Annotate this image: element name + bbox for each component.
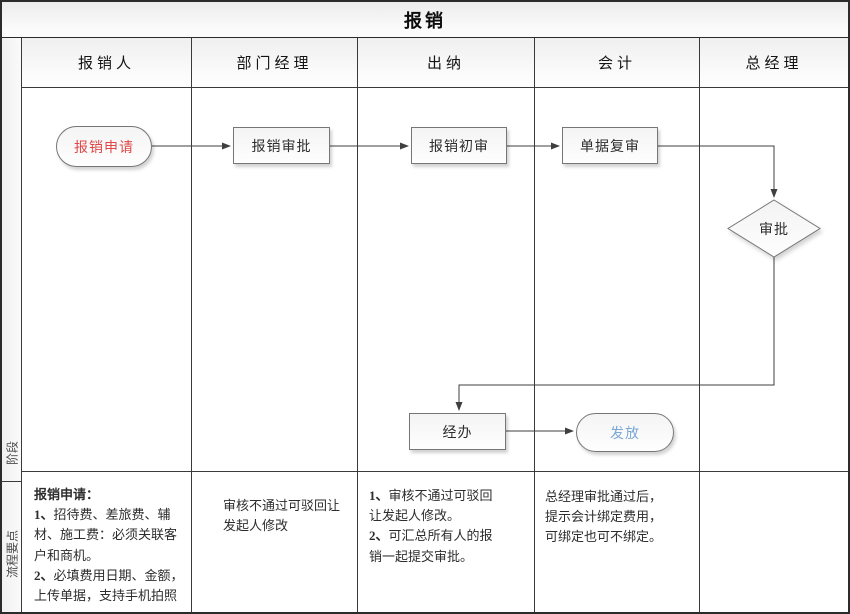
lane-header-general-manager: 总经理 xyxy=(700,38,848,87)
notes-cashier-item1: 1、审核不通过可驳回让发起人修改。 xyxy=(369,488,493,524)
lane-header-cashier: 出纳 xyxy=(358,38,535,87)
node-start[interactable]: 报销申请 xyxy=(56,126,152,167)
node-handle[interactable]: 经办 xyxy=(409,413,506,450)
lane-divider xyxy=(357,88,358,472)
notes-accountant: 总经理审批通过后， 提示会计绑定费用， 可绑定也可不绑定。 xyxy=(535,472,700,612)
notes-cashier: 1、审核不通过可驳回让发起人修改。 2、可汇总所有人的报销一起提交审批。 xyxy=(358,472,535,612)
notes-accountant-line1: 总经理审批通过后， xyxy=(545,489,663,505)
node-first-review[interactable]: 报销初审 xyxy=(411,127,507,164)
notes-applicant: 报销申请： 1、招待费、差旅费、辅材、施工费：必须关联客户和商机。 2、必填费用… xyxy=(22,472,192,612)
process-points-label: 流程要点 xyxy=(5,529,19,578)
notes-accountant-line2: 提示会计绑定费用， xyxy=(545,509,663,525)
notes-applicant-item1: 1、招待费、差旅费、辅材、施工费：必须关联客户和商机。 xyxy=(34,507,178,563)
process-notes-row: 报销申请： 1、招待费、差旅费、辅材、施工费：必须关联客户和商机。 2、必填费用… xyxy=(22,472,848,612)
lane-header-row: 报销人 部门经理 出纳 会计 总经理 xyxy=(22,38,848,88)
notes-applicant-title: 报销申请： xyxy=(34,487,100,503)
lane-header-dept-manager: 部门经理 xyxy=(192,38,358,87)
node-dept-approve[interactable]: 报销审批 xyxy=(233,127,330,164)
edge-doc-review-to-gm-approve xyxy=(658,145,778,198)
node-doc-review[interactable]: 单据复审 xyxy=(562,127,658,164)
notes-cashier-item2: 2、可汇总所有人的报销一起提交审批。 xyxy=(369,528,493,564)
node-payout[interactable]: 发放 xyxy=(576,413,674,452)
left-strip: 阶段 流程要点 xyxy=(2,38,22,612)
phase-band: 阶段 xyxy=(2,38,21,482)
chart-body: 阶段 流程要点 报销人 部门经理 出纳 会计 总经理 xyxy=(2,38,848,612)
notes-applicant-item2: 2、必填费用日期、金额，上传单据，支持手机拍照 xyxy=(34,567,184,603)
lane-divider xyxy=(699,88,700,472)
node-gm-approve[interactable]: 审批 xyxy=(759,222,789,238)
lane-header-accountant: 会计 xyxy=(535,38,700,87)
process-points-band: 流程要点 xyxy=(2,482,21,612)
phase-label: 阶段 xyxy=(5,440,19,466)
notes-general-manager xyxy=(700,472,848,612)
swimlane-grid: 报销人 部门经理 出纳 会计 总经理 xyxy=(22,38,848,612)
notes-dept-manager-text: 审核不通过可驳回让发起人修改 xyxy=(223,498,341,534)
flow-canvas: 报销申请 报销审批 报销初审 单据复审 审批 经办 发放 xyxy=(22,88,848,473)
edge-gm-approve-to-handle xyxy=(455,257,775,411)
lane-divider xyxy=(191,88,192,472)
chart-title-bar: 报销 xyxy=(2,2,848,38)
notes-accountant-line3: 可绑定也可不绑定。 xyxy=(545,529,663,545)
chart-title: 报销 xyxy=(404,10,446,31)
lane-header-applicant: 报销人 xyxy=(22,38,192,87)
lane-divider xyxy=(534,88,535,472)
notes-dept-manager: 审核不通过可驳回让发起人修改 xyxy=(192,472,358,612)
